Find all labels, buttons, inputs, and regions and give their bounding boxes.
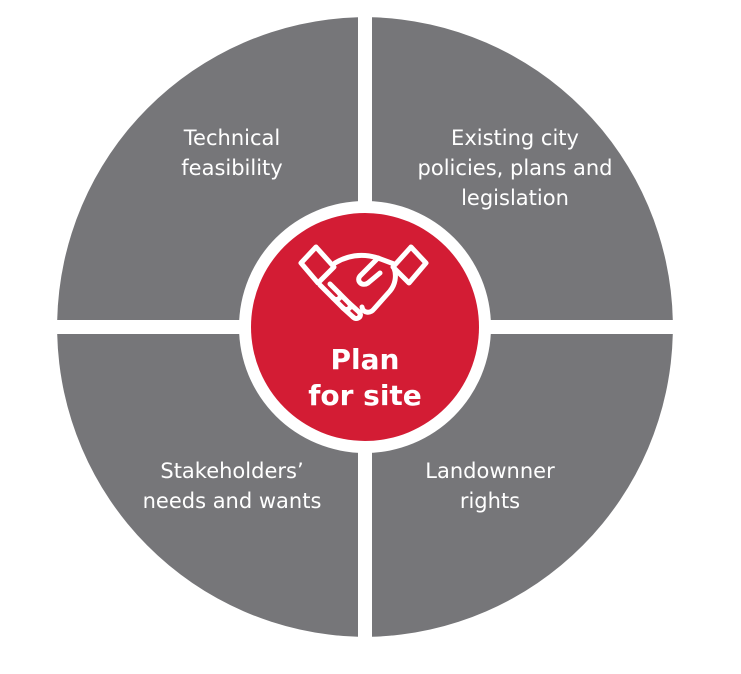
quadrant-label-line: legislation xyxy=(461,186,569,210)
quadrant-label-line: Existing city xyxy=(451,126,579,150)
quadrant-label-line: Stakeholders’ xyxy=(160,459,304,483)
quadrant-label-bottom-right: Landownner rights xyxy=(390,456,590,516)
quadrant-label-top-left: Technical feasibility xyxy=(132,123,332,183)
quadrant-label-line: needs and wants xyxy=(142,489,322,513)
center-label-line: Plan xyxy=(330,343,400,376)
quadrant-label-line: feasibility xyxy=(181,156,283,180)
quadrant-label-top-right: Existing city policies, plans and legisl… xyxy=(400,123,630,213)
quadrant-label-line: rights xyxy=(459,489,521,513)
center-label: Plan for site xyxy=(285,342,445,414)
quadrant-label-line: policies, plans and xyxy=(417,156,613,180)
quadrant-label-line: Landownner xyxy=(425,459,555,483)
handshake-icon xyxy=(298,244,429,321)
center-label-line: for site xyxy=(308,379,422,412)
quadrant-label-line: Technical xyxy=(183,126,281,150)
quadrant-label-bottom-left: Stakeholders’ needs and wants xyxy=(122,456,342,516)
